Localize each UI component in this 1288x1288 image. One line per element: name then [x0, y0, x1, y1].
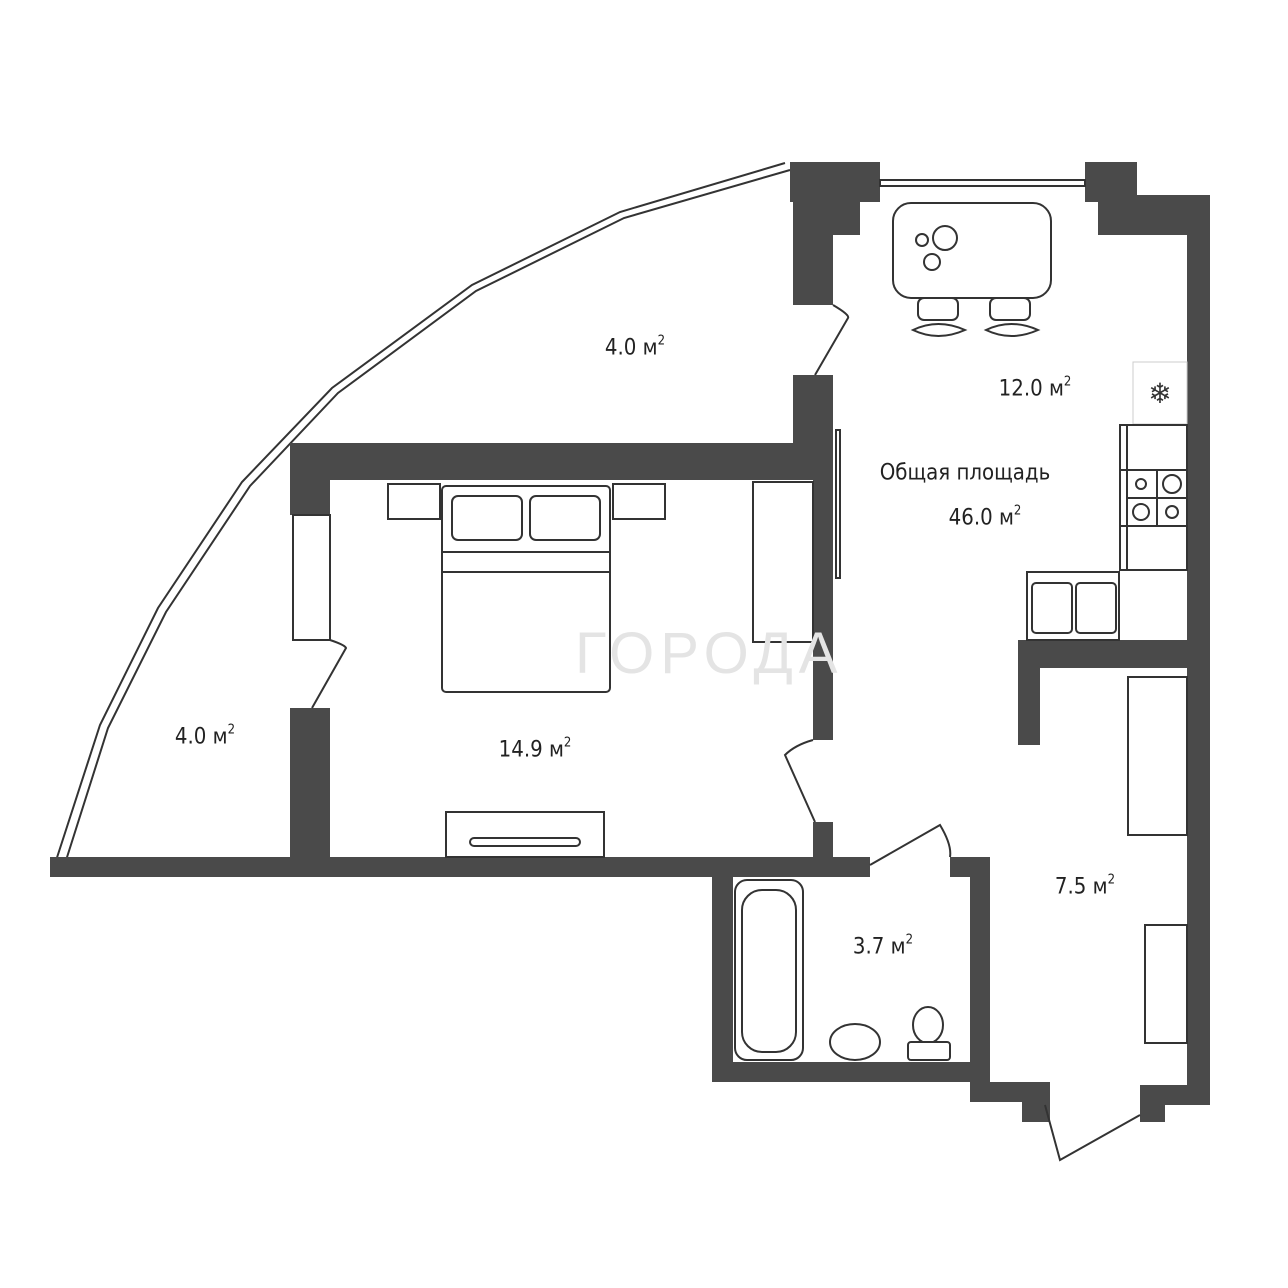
tv-stand [445, 811, 605, 858]
room-area-bedroom: 14.9 м2 [498, 735, 572, 763]
kitchen-counter [1026, 424, 1188, 641]
svg-text:❄: ❄ [1148, 378, 1171, 409]
bathtub [734, 879, 804, 1061]
sink [829, 1023, 881, 1061]
kitchen-window [879, 179, 1086, 187]
room-area-balcony-lower: 4.0 м2 [174, 722, 236, 750]
fridge-panel [835, 429, 841, 579]
wardrobe [752, 481, 814, 643]
room-area-hallway: 7.5 м2 [1054, 872, 1116, 900]
room-area-balcony-upper: 4.0 м2 [604, 333, 666, 361]
doors [292, 304, 1141, 1162]
walls [50, 162, 1210, 1122]
room-area-bathroom: 3.7 м2 [852, 932, 914, 960]
total-area-label: Общая площадь [879, 460, 1051, 486]
toilet [907, 1006, 951, 1061]
shoe-cabinet [1144, 924, 1188, 1044]
watermark-text: ГОРОДА [575, 621, 844, 686]
hallway-wardrobe [1127, 676, 1188, 836]
dining-table [892, 202, 1052, 337]
balcony-glazing [51, 162, 791, 874]
room-area-kitchen: 12.0 м2 [998, 374, 1072, 402]
total-area-value: 46.0 м2 [948, 503, 1022, 531]
bed [387, 483, 666, 693]
fridge: ❄ [1132, 361, 1188, 425]
